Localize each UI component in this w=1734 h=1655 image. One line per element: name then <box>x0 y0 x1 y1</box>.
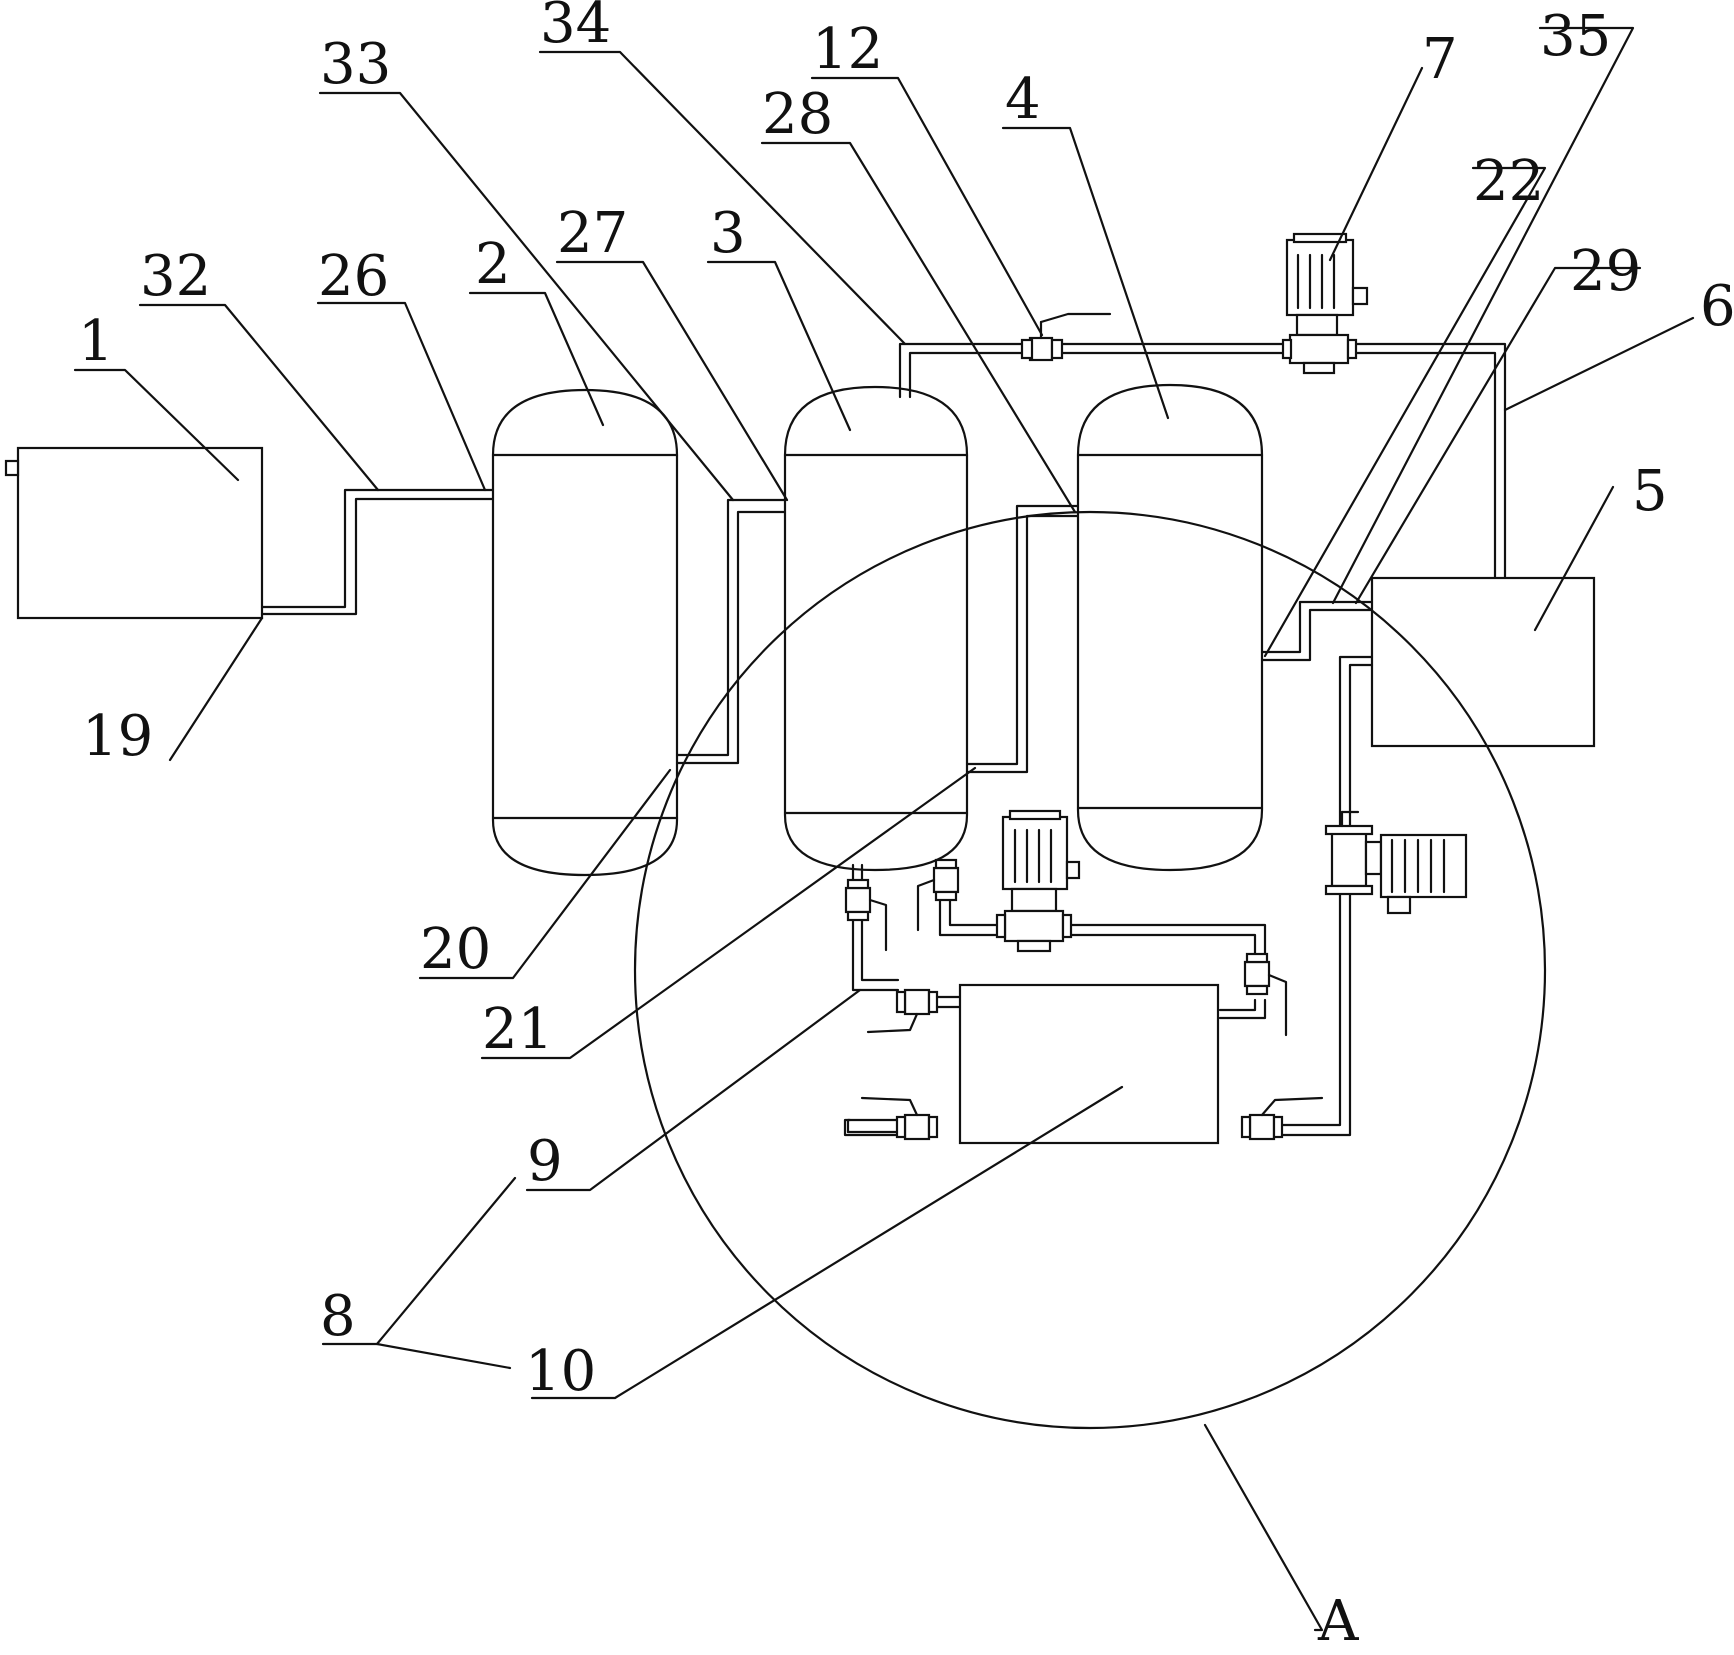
label-28: 28 <box>762 82 833 147</box>
pipe-22-29 <box>1260 600 1374 662</box>
tank-5 <box>1370 576 1596 748</box>
label-19: 19 <box>82 704 153 769</box>
bottom-pump <box>995 809 1081 953</box>
label-5: 5 <box>1632 459 1668 524</box>
valve-9 <box>866 988 962 1034</box>
filter-unit-10 <box>958 983 1220 1145</box>
label-8: 8 <box>320 1284 356 1349</box>
leader-lines <box>73 26 1695 1632</box>
label-a: A <box>1317 1589 1359 1654</box>
vessel-3 <box>783 385 969 872</box>
label-27: 27 <box>557 201 628 266</box>
label-12: 12 <box>812 17 883 82</box>
valve-12 <box>1020 312 1112 362</box>
pipe-32-19 <box>260 488 495 616</box>
valve-lower-left <box>846 1096 939 1141</box>
label-4: 4 <box>1005 67 1041 132</box>
return-pump <box>1324 810 1468 915</box>
valve-right-upper <box>1243 952 1288 1037</box>
label-34: 34 <box>540 0 611 56</box>
label-26: 26 <box>318 244 389 309</box>
label-21: 21 <box>482 997 553 1062</box>
valve-lower-right <box>1240 1096 1324 1141</box>
label-7: 7 <box>1422 27 1458 92</box>
label-32: 32 <box>140 244 211 309</box>
label-33: 33 <box>320 32 391 97</box>
pump-7 <box>1281 232 1369 375</box>
label-20: 20 <box>420 917 491 982</box>
label-6: 6 <box>1700 274 1734 339</box>
label-2: 2 <box>475 232 511 297</box>
return-pipe <box>1268 655 1374 1137</box>
label-22: 22 <box>1473 149 1544 214</box>
pipe-34-top-line <box>898 342 1507 580</box>
vessel-4 <box>1076 383 1264 872</box>
vessel-2 <box>491 388 679 877</box>
callout-labels: 1 32 26 2 33 27 3 34 28 12 4 7 35 22 29 … <box>78 0 1734 1654</box>
valve-bottom-mid-upper <box>916 858 960 932</box>
pipe-28-21 <box>965 504 1080 774</box>
label-1: 1 <box>78 309 114 374</box>
pipe-27-20 <box>675 498 787 765</box>
label-10: 10 <box>525 1339 596 1404</box>
tank-1 <box>4 446 264 620</box>
label-29: 29 <box>1570 239 1641 304</box>
label-35: 35 <box>1540 4 1611 69</box>
detail-circle-a <box>633 510 1547 1430</box>
valve-bottom-left-upper <box>844 878 888 952</box>
label-3: 3 <box>710 201 746 266</box>
label-9: 9 <box>527 1129 563 1194</box>
